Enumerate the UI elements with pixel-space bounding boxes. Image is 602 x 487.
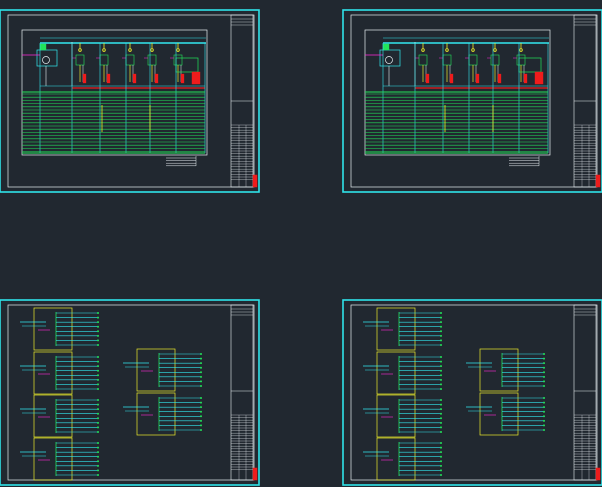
sheet-top-right <box>342 9 602 193</box>
sheet-bottom-right <box>342 299 602 486</box>
sheet-bottom-left <box>0 299 260 486</box>
sheet-top-left <box>0 9 260 193</box>
